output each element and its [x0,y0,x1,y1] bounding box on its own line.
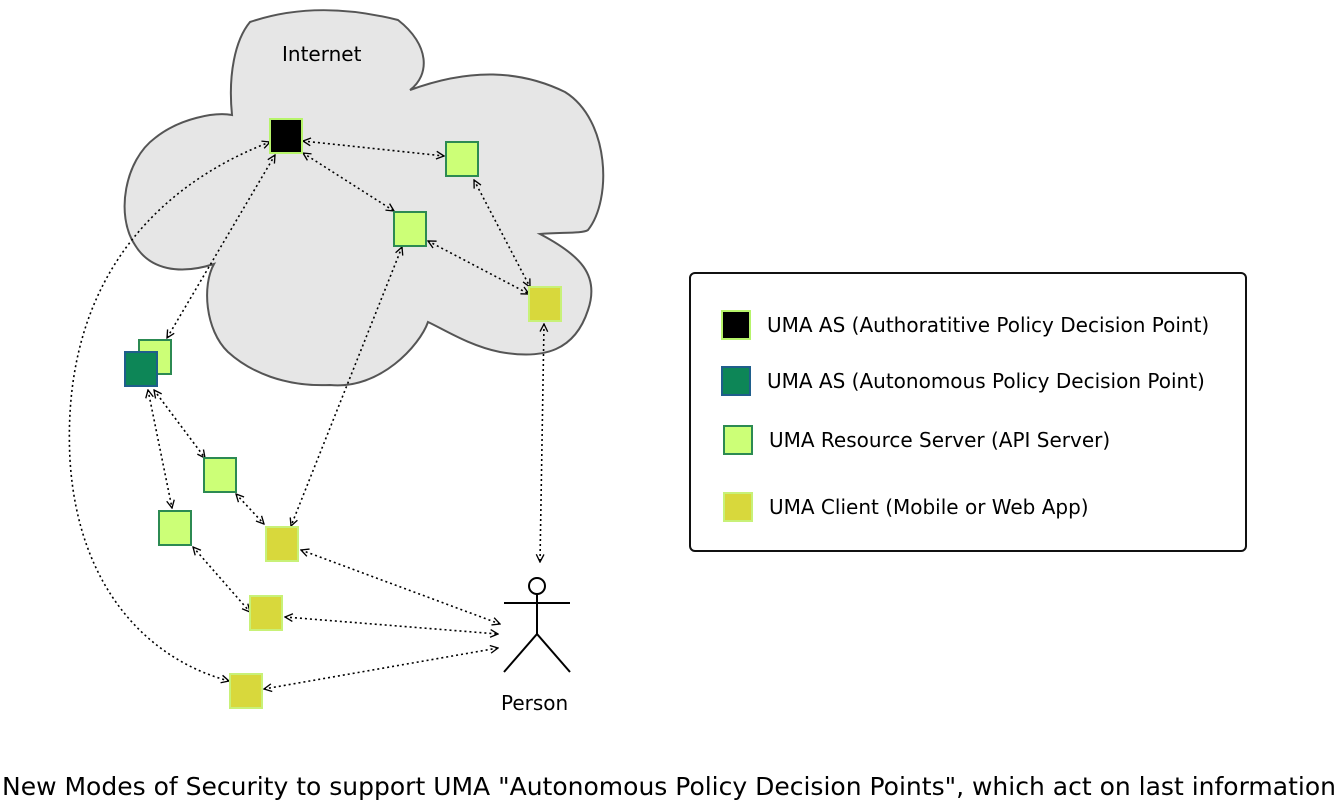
diagram-caption: New Modes of Security to support UMA "Au… [2,772,1336,801]
person-label: Person [501,691,569,715]
person-figure [503,577,571,673]
resource-server-node-top [445,141,479,177]
legend-swatch-autonomous-as [721,366,751,396]
legend-item-client: UMA Client (Mobile or Web App) [723,492,1089,522]
connector-rs-mid-to-client [236,494,264,524]
connector-autonomous-to-rs-mid [154,390,205,458]
cloud-label: Internet [282,42,362,66]
connector-as-to-rs-top [303,141,444,156]
autonomous-as-node [124,351,158,387]
client-node-mid [265,526,299,562]
connector-client-to-person [540,324,544,562]
legend-item-autonomous-as: UMA AS (Autonomous Policy Decision Point… [721,366,1205,396]
connector-rs-center-to-client-mid [291,247,402,526]
connectors [68,141,544,689]
internet-cloud [123,9,605,387]
legend-item-authoritative-as: UMA AS (Authoratitive Policy Decision Po… [721,310,1209,340]
resource-server-node-center [393,211,427,247]
resource-server-node-mid [203,457,237,493]
connector-autonomous-to-rs-left [148,390,172,508]
legend-swatch-client [723,492,753,522]
legend-item-resource-server: UMA Resource Server (API Server) [723,425,1110,455]
legend: UMA AS (Authoratitive Policy Decision Po… [689,272,1247,552]
legend-label-client: UMA Client (Mobile or Web App) [769,495,1089,519]
legend-label-autonomous-as: UMA AS (Autonomous Policy Decision Point… [767,369,1205,393]
client-node-low [249,595,283,631]
connector-client-mid-to-person [301,550,500,624]
legend-label-resource-server: UMA Resource Server (API Server) [769,428,1111,452]
authoritative-as-node [269,118,303,154]
connector-rs-left-to-client [193,547,250,612]
connector-client-low-to-person [285,617,498,634]
connector-as-to-client-bottom-curve [68,142,270,681]
client-node-bottom [229,673,263,709]
client-node-cloud [528,286,562,322]
nodes [124,118,562,709]
connector-rs-center-to-client [428,240,529,295]
resource-server-node-left [158,510,192,546]
legend-swatch-resource-server [723,425,753,455]
legend-label-authoritative-as: UMA AS (Authoratitive Policy Decision Po… [767,313,1210,337]
connector-client-bottom-to-person [264,648,498,689]
legend-swatch-authoritative-as [721,310,751,340]
